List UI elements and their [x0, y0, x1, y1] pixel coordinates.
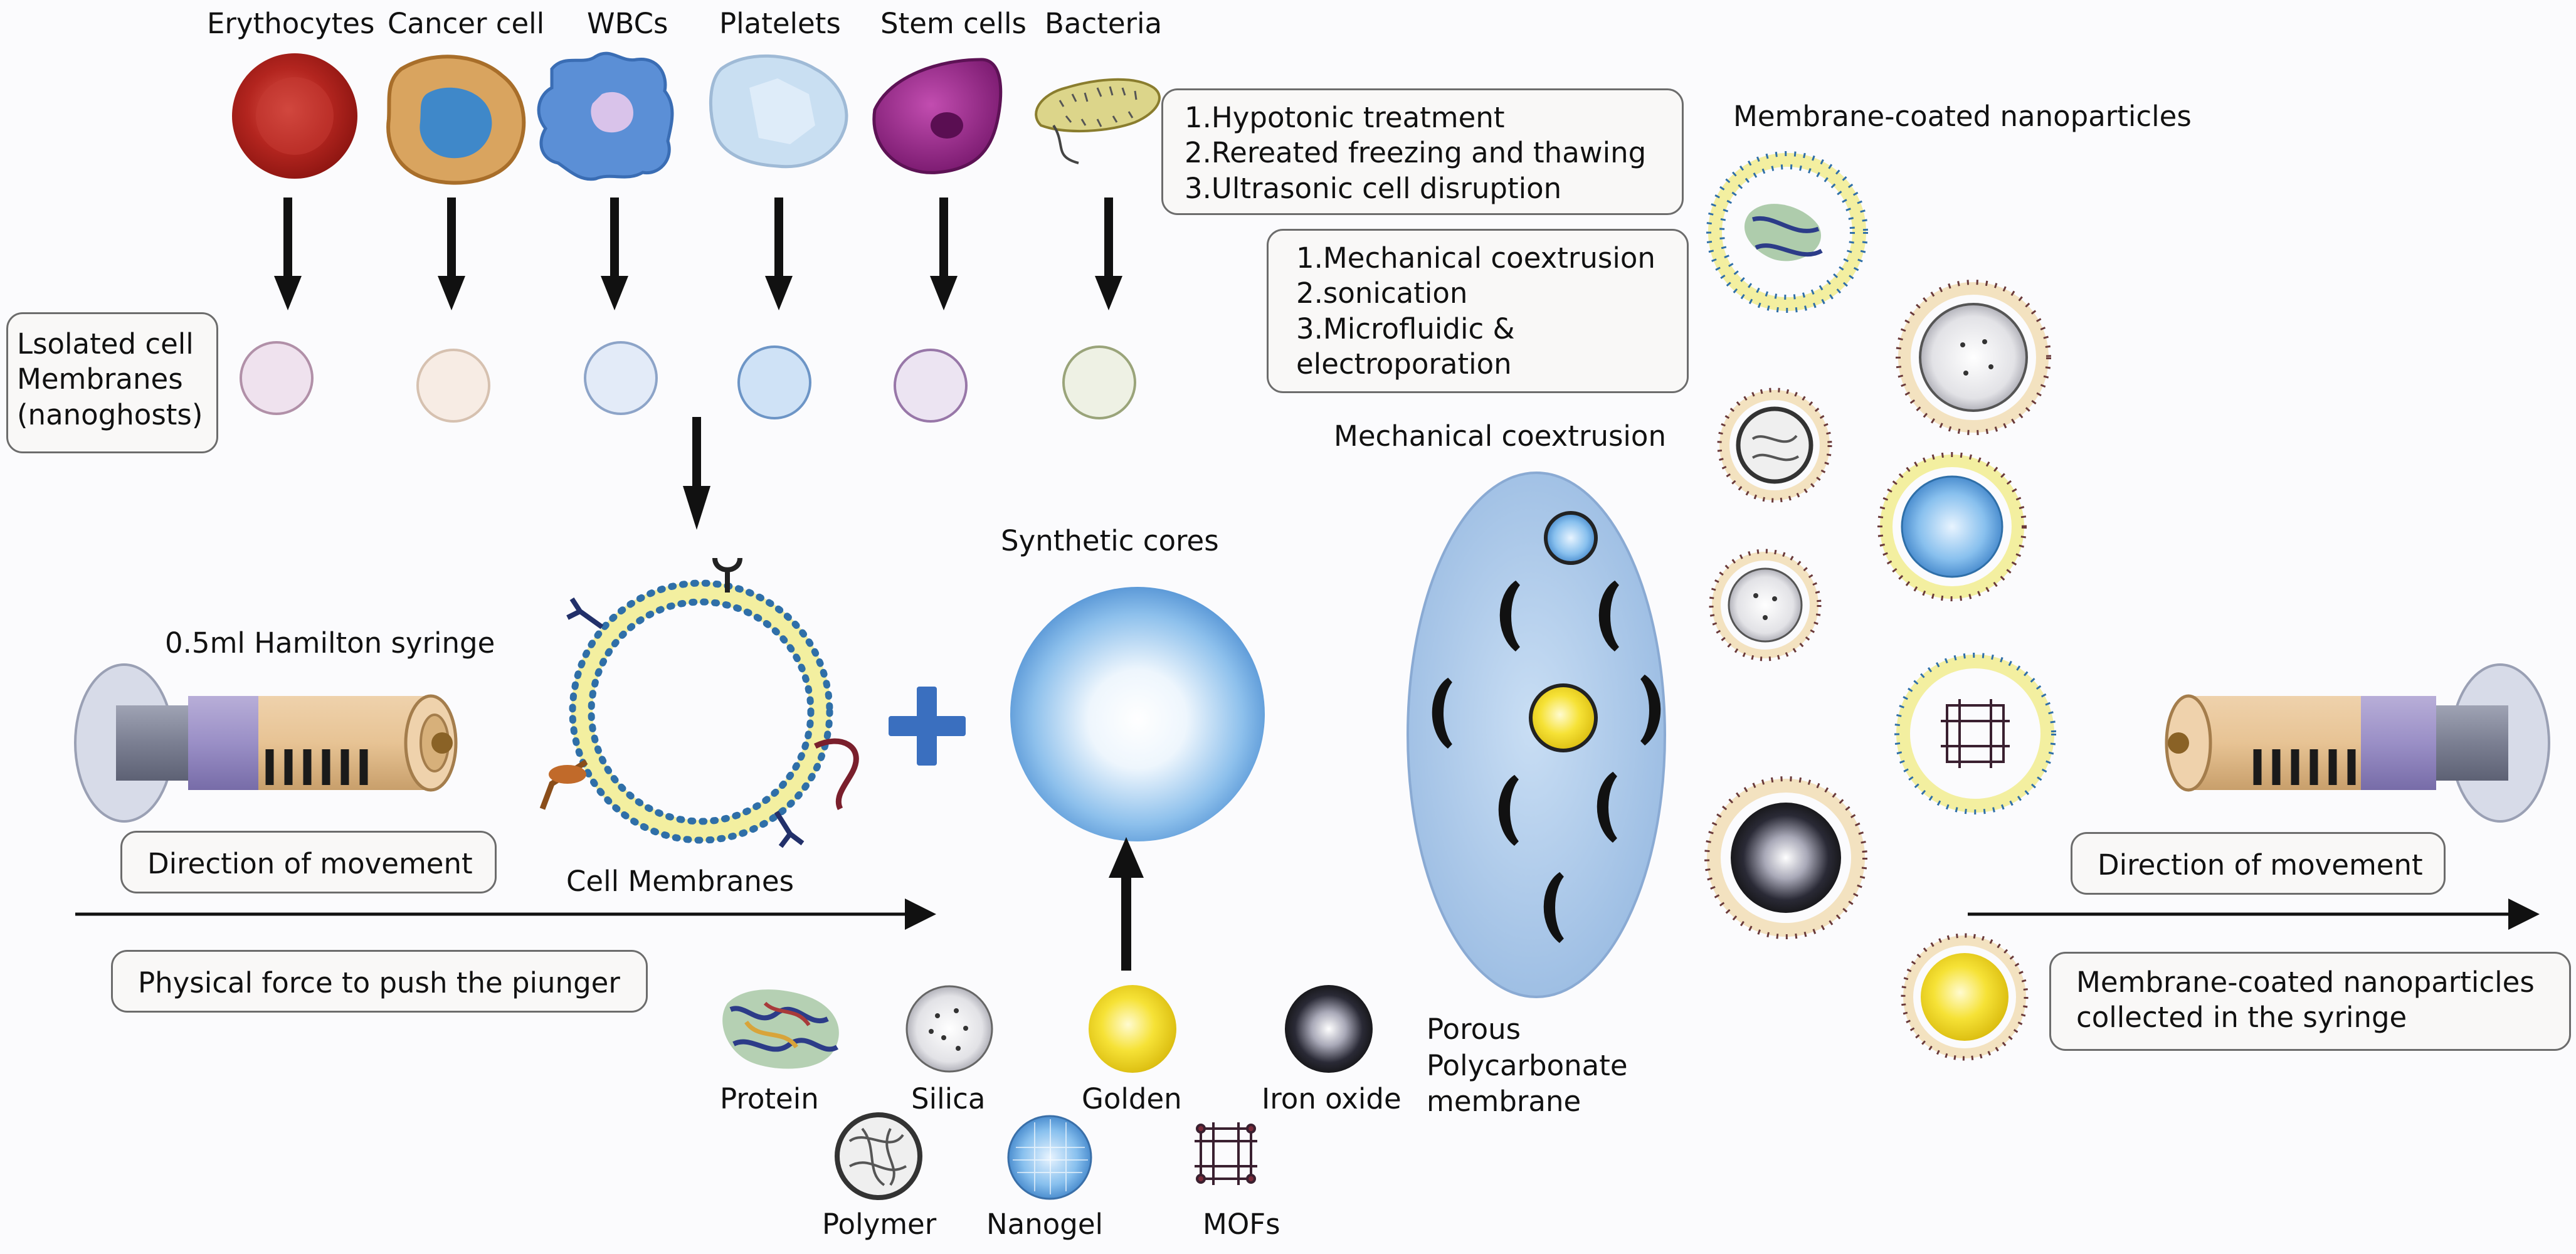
isolated-membranes-line: (nanoghosts): [17, 398, 203, 431]
mofs-icon: [1195, 1122, 1257, 1185]
coating-method: 2.sonication: [1296, 277, 1468, 310]
cell-membrane-vesicle-icon: [539, 557, 859, 848]
cancer-cell-icon: [386, 55, 526, 185]
material-label-iron-oxide: Iron oxide: [1262, 1082, 1401, 1115]
coated-nanoparticle-cluster: [1704, 151, 2056, 1061]
right-direction-box: Direction of movement: [2071, 832, 2446, 895]
porous-polycarbonate-membrane-icon: [1407, 472, 1666, 998]
materials-to-core-arrow: [1109, 837, 1144, 971]
coating-methods-box: 1.Mechanical coextrusion 2.sonication 3.…: [1267, 229, 1689, 393]
cell-label-wbcs: WBCs: [587, 7, 668, 40]
protein-icon: [722, 989, 839, 1069]
cell-label-erythrocytes: Erythocytes: [207, 7, 375, 40]
isolated-membranes-line: Membranes: [17, 362, 183, 396]
cell-label-stem-cells: Stem cells: [880, 7, 1027, 40]
nanoghost-row: [240, 341, 1136, 423]
coating-method: 3.Microfluidic &: [1296, 312, 1515, 345]
polymer-icon: [835, 1112, 922, 1200]
disruption-method: 2.Rereated freezing and thawing: [1185, 136, 1647, 170]
isolated-membranes-line: Lsolated cell: [17, 327, 194, 361]
left-direction-box: Direction of movement: [120, 831, 497, 893]
material-label-mofs: MOFs: [1203, 1208, 1280, 1241]
porous-membrane-line: Porous: [1427, 1013, 1521, 1046]
cell-membranes-title: Cell Membranes: [566, 865, 794, 898]
silica-icon: [905, 985, 993, 1073]
golden-icon: [1089, 985, 1176, 1073]
material-label-polymer: Polymer: [822, 1208, 937, 1241]
collected-line: Membrane-coated nanoparticles: [2076, 966, 2535, 999]
left-direction-label: Direction of movement: [147, 847, 473, 880]
nanogel-icon: [1007, 1115, 1092, 1200]
material-label-silica: Silica: [911, 1082, 986, 1115]
platelet-icon: [709, 54, 848, 169]
collected-line: collected in the syringe: [2076, 1001, 2407, 1035]
material-label-nanogel: Nanogel: [986, 1208, 1104, 1241]
membrane-coated-title: Membrane-coated nanoparticles: [1733, 100, 2192, 133]
right-direction-label: Direction of movement: [2098, 848, 2423, 882]
physical-force-label: Physical force to push the piunger: [138, 966, 620, 999]
disruption-methods-box: 1.Hypotonic treatment 2.Rereated freezin…: [1161, 88, 1684, 215]
porous-membrane-label: Porous Polycarbonate membrane: [1427, 1011, 1628, 1120]
syringe-title: 0.5ml Hamilton syringe: [165, 626, 495, 660]
synthetic-core-icon: [1010, 587, 1265, 841]
iron-oxide-icon: [1285, 985, 1373, 1073]
cell-label-platelets: Platelets: [719, 7, 841, 40]
to-cell-membrane-arrow: [683, 417, 710, 530]
porous-membrane-line: Polycarbonate: [1427, 1048, 1628, 1082]
isolated-membranes-box: Lsolated cell Membranes (nanoghosts): [6, 312, 218, 453]
bacteria-icon: [1035, 78, 1161, 164]
plus-icon: [889, 687, 966, 766]
coating-method: 1.Mechanical coextrusion: [1296, 241, 1655, 275]
disruption-method: 3.Ultrasonic cell disruption: [1185, 171, 1562, 205]
disruption-method: 1.Hypotonic treatment: [1185, 101, 1505, 134]
material-label-golden: Golden: [1082, 1082, 1182, 1115]
cell-to-membrane-arrows: [274, 198, 1122, 310]
collected-box: Membrane-coated nanoparticles collected …: [2049, 952, 2571, 1051]
physical-force-box: Physical force to push the piunger: [111, 950, 648, 1013]
porous-membrane-line: membrane: [1427, 1085, 1581, 1119]
cell-label-cancer: Cancer cell: [388, 7, 545, 40]
mechanical-coextrusion-title: Mechanical coextrusion: [1334, 419, 1666, 453]
coating-method: electroporation: [1296, 347, 1512, 381]
material-label-protein: Protein: [720, 1082, 819, 1115]
wbc-icon: [537, 51, 674, 181]
right-hamilton-syringe-icon: [2165, 663, 2550, 823]
cell-label-bacteria: Bacteria: [1045, 7, 1163, 40]
erythrocyte-icon: [232, 53, 357, 179]
synthetic-cores-title: Synthetic cores: [1001, 524, 1219, 557]
stem-cell-icon: [872, 58, 1003, 174]
left-hamilton-syringe-icon: [74, 663, 458, 823]
